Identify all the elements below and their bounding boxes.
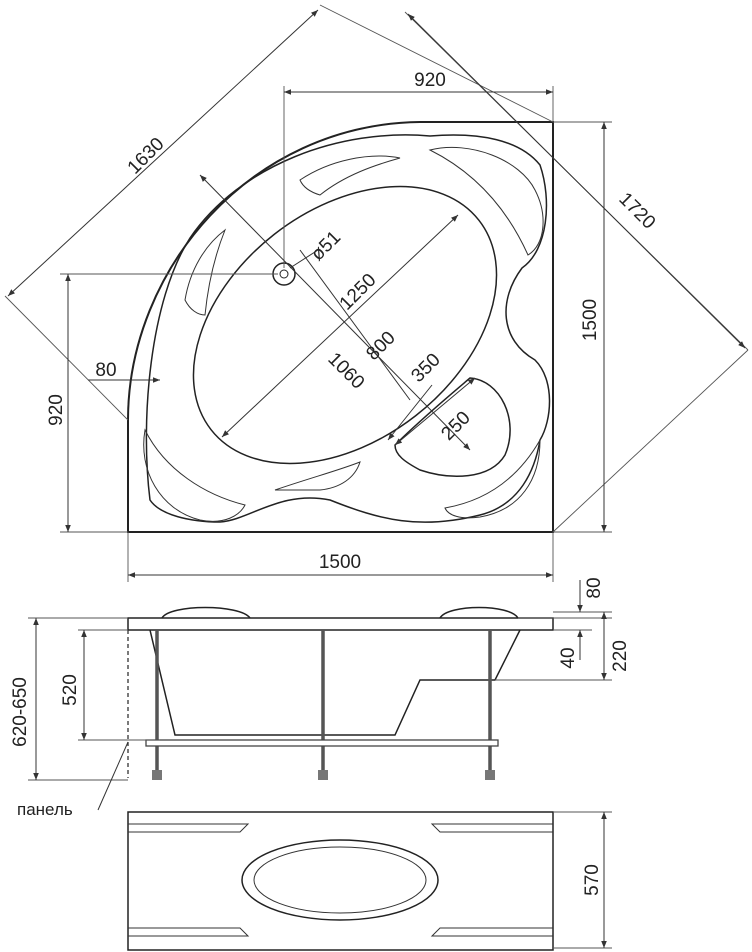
headrest-right	[439, 606, 519, 619]
panel-groove-top-right	[430, 823, 553, 833]
drain-leader	[289, 249, 319, 269]
dim-520: 520	[60, 674, 81, 706]
dim-side-80: 80	[584, 577, 605, 598]
panel-groove-bottom-left	[128, 927, 250, 937]
dimline-seat-250	[394, 377, 476, 446]
headrest-left	[161, 606, 251, 619]
armrest-groove-bottom	[274, 461, 361, 491]
panel-groove-top-left	[128, 823, 250, 833]
dim-40: 40	[558, 647, 579, 668]
frame-crossbar	[145, 739, 499, 747]
top-view: 1630 1720 920 1500 1500 920 ø51 1250 800…	[4, 4, 749, 582]
drain-inner	[279, 269, 289, 279]
panel-oval-outer	[241, 839, 439, 921]
panel-groove-bottom-right	[430, 927, 553, 937]
dim-bottom-1500: 1500	[319, 552, 361, 573]
panel-view: 570	[127, 811, 612, 951]
foot-right	[485, 770, 495, 780]
dim-1720: 1720	[615, 189, 660, 234]
side-rim	[127, 617, 554, 631]
panel-leader	[97, 741, 129, 811]
dim-620-650: 620-650	[10, 677, 31, 747]
dim-top-920: 920	[414, 70, 446, 91]
dimline-diag-1630	[7, 9, 319, 297]
backrest-right	[444, 438, 541, 519]
side-tub-body	[149, 629, 521, 736]
panel-label: панель	[17, 800, 73, 819]
dim-left-920: 920	[46, 394, 67, 426]
foot-middle	[318, 770, 328, 780]
tub-outer-outline	[127, 121, 554, 533]
dim-right-1500: 1500	[580, 299, 601, 341]
foot-left	[152, 770, 162, 780]
dimline-diag-1720	[407, 13, 746, 349]
dim-570: 570	[582, 864, 603, 896]
dim-1630: 1630	[124, 134, 169, 179]
dim-rim-80: 80	[95, 360, 116, 381]
side-view: 620-650 520 80 40 220 панель	[10, 577, 631, 819]
panel-oval-inner	[253, 846, 427, 914]
dim-220: 220	[610, 640, 631, 672]
backrest-left	[143, 428, 246, 522]
